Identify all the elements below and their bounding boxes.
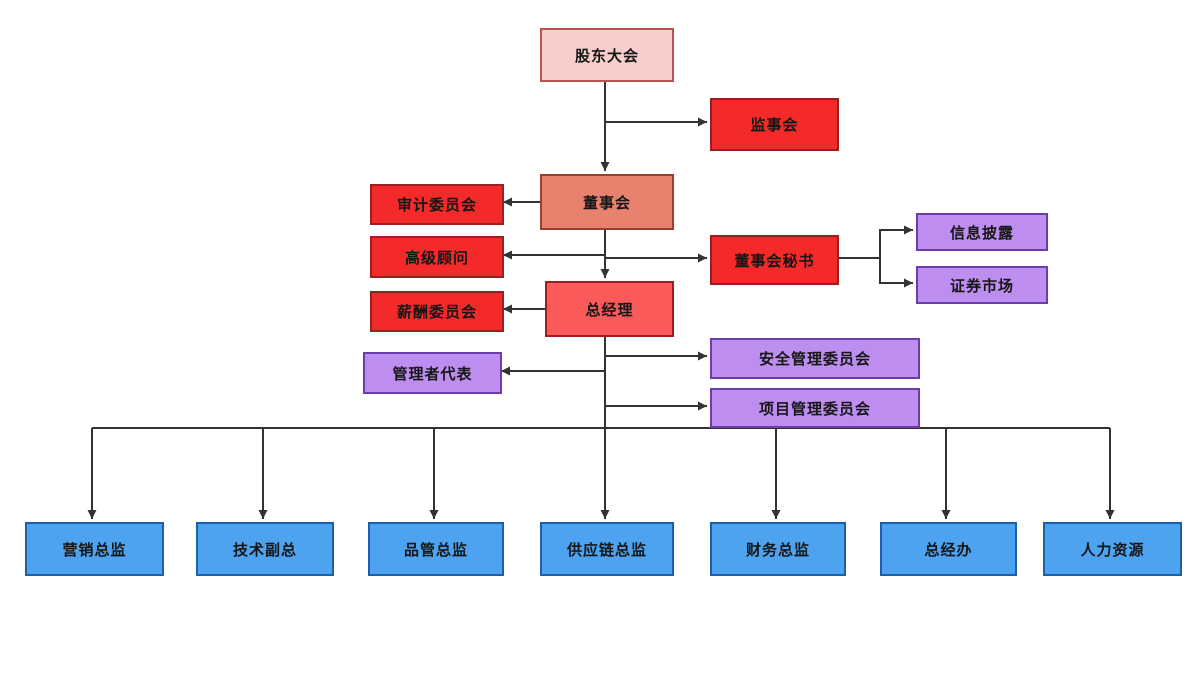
node-board-secretary: 董事会秘书 — [710, 235, 839, 285]
node-compensation-committee: 薪酬委员会 — [370, 291, 504, 332]
node-shareholders-meeting: 股东大会 — [540, 28, 674, 82]
node-gm-office: 总经办 — [880, 522, 1017, 576]
node-general-manager: 总经理 — [545, 281, 674, 337]
node-marketing-director: 营销总监 — [25, 522, 164, 576]
edge-secretary-info-disclosure — [879, 225, 913, 258]
node-safety-management-committee: 安全管理委员会 — [710, 338, 920, 379]
node-finance-director: 财务总监 — [710, 522, 846, 576]
node-hr: 人力资源 — [1043, 522, 1182, 576]
node-supply-chain-director: 供应链总监 — [540, 522, 674, 576]
node-senior-advisor: 高级顾问 — [370, 236, 504, 278]
node-technical-vp: 技术副总 — [196, 522, 334, 576]
node-board-of-directors: 董事会 — [540, 174, 674, 230]
node-info-disclosure: 信息披露 — [916, 213, 1048, 251]
edge-secretary-securities-market — [879, 258, 913, 288]
node-securities-market: 证券市场 — [916, 266, 1048, 304]
node-quality-director: 品管总监 — [368, 522, 504, 576]
node-supervisory-board: 监事会 — [710, 98, 839, 151]
node-audit-committee: 审计委员会 — [370, 184, 504, 225]
node-project-management-committee: 项目管理委员会 — [710, 388, 920, 428]
node-management-representative: 管理者代表 — [363, 352, 502, 394]
